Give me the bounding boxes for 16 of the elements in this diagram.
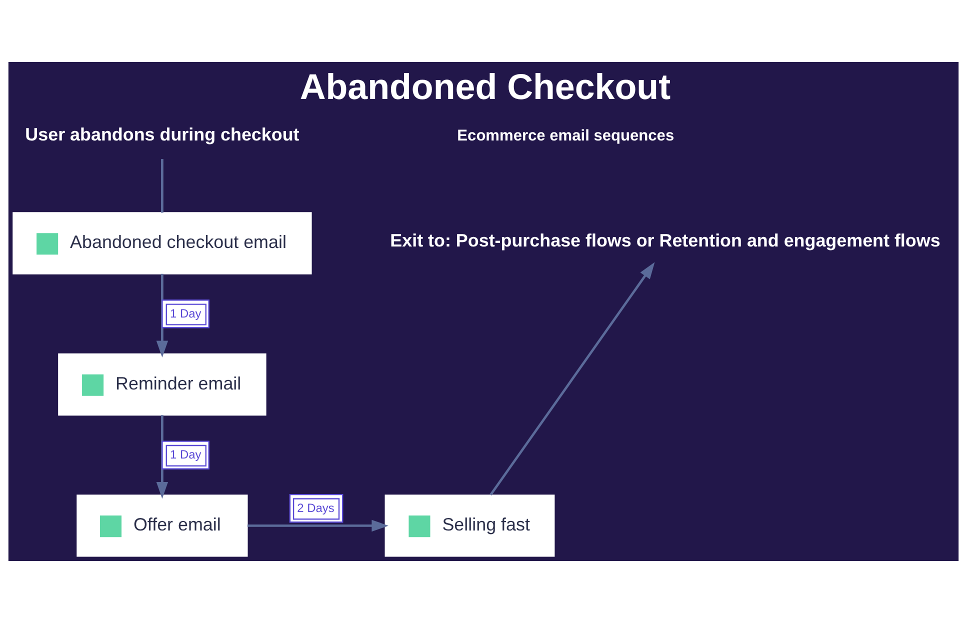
- node-box: Offer email: [76, 494, 248, 557]
- arrow: [156, 274, 168, 358]
- node-box: Selling fast: [384, 494, 555, 557]
- arrow: [247, 520, 388, 532]
- node-box: Abandoned checkout email: [12, 212, 312, 274]
- label: Ecommerce email sequences: [457, 127, 674, 144]
- edge-label: 1 Day: [170, 306, 202, 320]
- node-text: User abandons during checkout: [25, 124, 300, 144]
- connector: [161, 159, 164, 213]
- node-box: Reminder email: [58, 353, 266, 416]
- node-text: Exit to: Post-purchase flows or Retention and engagement flows: [390, 230, 940, 250]
- diagram-title: Abandoned Checkout: [300, 67, 671, 108]
- arrow: [156, 415, 168, 499]
- edge-label: 2 Days: [297, 500, 334, 515]
- edge-label: 1 Day: [170, 448, 202, 462]
- arrow: [490, 262, 655, 496]
